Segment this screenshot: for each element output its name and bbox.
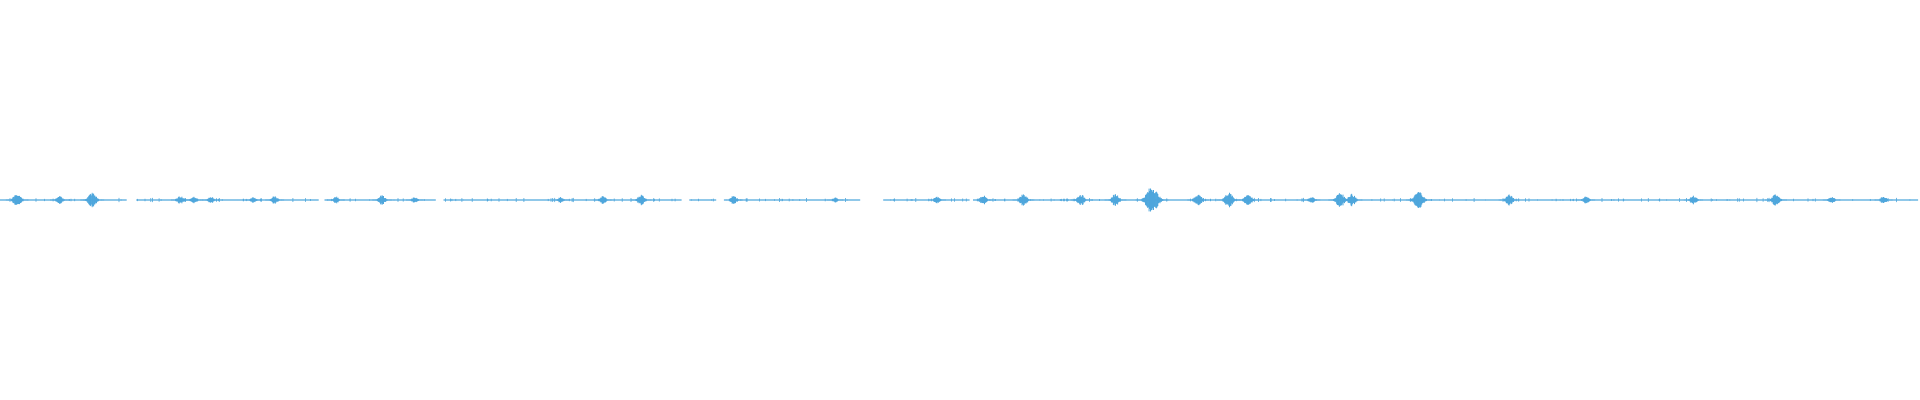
waveform-peak (406, 197, 424, 203)
waveform-peak (1216, 192, 1241, 208)
waveform-peak (551, 197, 570, 203)
waveform-peak (372, 195, 393, 205)
waveform-peak (928, 196, 946, 204)
waveform-peak (826, 197, 844, 203)
waveform-peak (1340, 193, 1363, 207)
waveform-peak (723, 196, 743, 204)
waveform-peak (1822, 197, 1841, 203)
waveform-peak (202, 197, 221, 203)
waveform-peak (327, 196, 345, 204)
waveform-peak (1187, 194, 1210, 206)
waveform-peak (1405, 192, 1432, 208)
waveform-peak (1765, 194, 1787, 206)
waveform-peak (973, 195, 993, 205)
waveform-peak (1302, 197, 1321, 203)
waveform-peak (630, 194, 652, 206)
waveform-peak (1070, 195, 1092, 205)
waveform-peak (80, 192, 105, 208)
waveform-peak (1237, 195, 1259, 205)
waveform-peak (1135, 188, 1169, 212)
waveform-peak (265, 196, 285, 204)
waveform-peak (1498, 194, 1520, 206)
waveform-peak (184, 196, 204, 204)
waveform-peak (5, 195, 29, 205)
waveform-peak (244, 197, 263, 203)
waveform-peak (50, 196, 69, 204)
waveform-peak (1012, 194, 1035, 206)
waveform-peak (1683, 195, 1704, 205)
waveform-peak (1576, 196, 1596, 204)
waveform-group (0, 188, 1919, 212)
waveform-peak (593, 196, 613, 204)
waveform-peak (1104, 194, 1127, 206)
waveform-peak (1874, 197, 1893, 203)
